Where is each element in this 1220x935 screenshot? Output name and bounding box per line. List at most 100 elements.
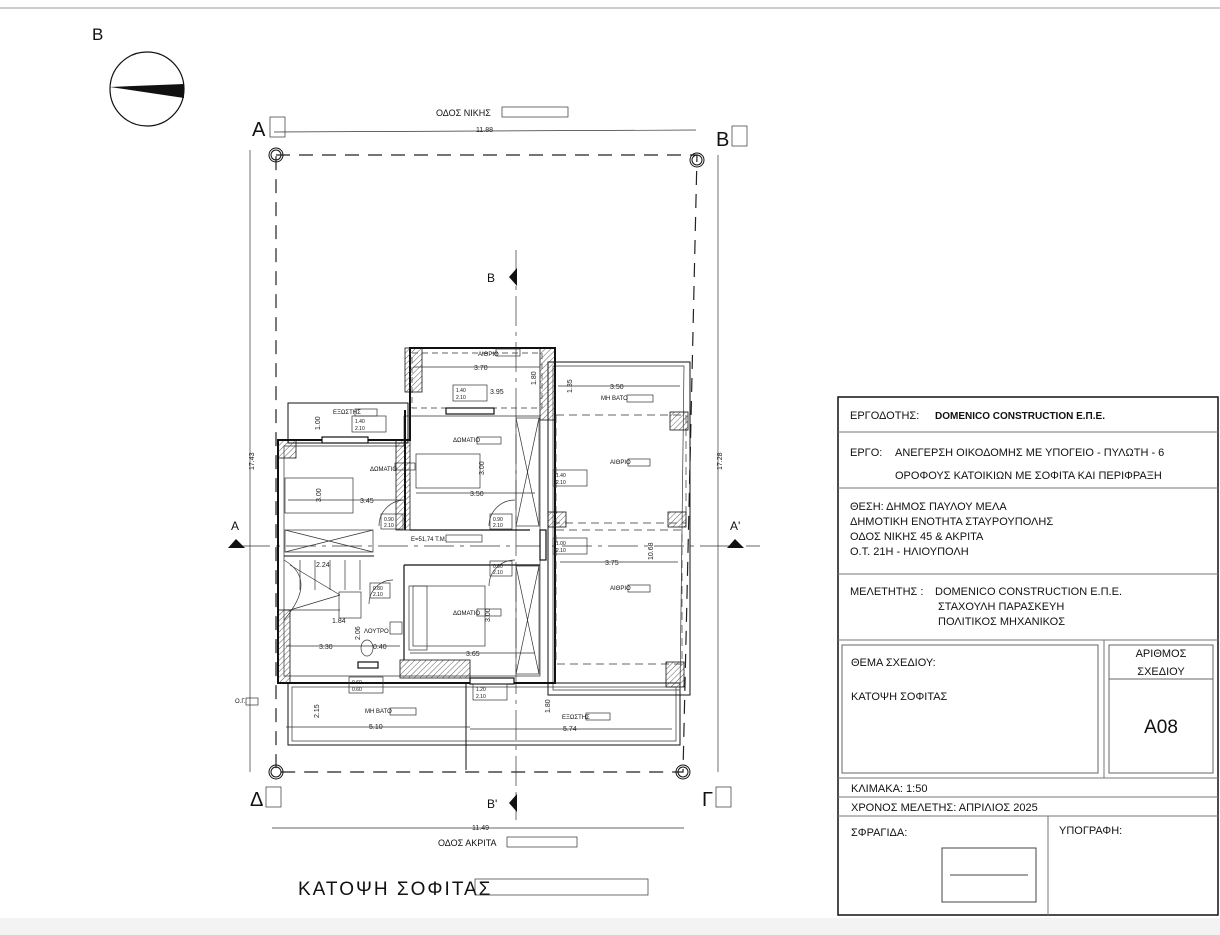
og-label: Ο.Γ. [235, 699, 246, 705]
dim-label: 1.84 [332, 618, 346, 625]
dim-label: 3.30 [319, 644, 333, 651]
dim-label: 3.00 [316, 488, 323, 502]
svg-text:2.10: 2.10 [493, 570, 503, 576]
stamp-label: ΣΦΡΑΓΙΔΑ: [851, 827, 907, 839]
dim-label: 2.15 [314, 704, 321, 718]
room-label: ΔΩΜΑΤΙΟ [453, 611, 480, 617]
room-labels: ΔΩΜΑΤΙΟ ΔΩΜΑΤΙΟ ΔΩΜΑΤΙΟ ΛΟΥΤΡΟ ΑΙΘΡΙΟ ΑΙ… [235, 348, 654, 721]
opening-tag: 0.902.10 [489, 560, 513, 577]
dim-label: 3.70 [474, 365, 488, 372]
drawing-number-label-1: ΑΡΙΘΜΟΣ [1136, 648, 1187, 660]
bottom-strip [0, 918, 1220, 935]
location-line: ΔΗΜΟΤΙΚΗ ΕΝΟΤΗΤΑ ΣΤΑΥΡΟΥΠΟΛΗΣ [850, 516, 1053, 528]
room-label: ΕΞΩΣΤΗΣ [562, 715, 590, 721]
subject-value: ΚΑΤΟΨΗ ΣΟΦΙΤΑΣ [851, 691, 948, 703]
section-a-arrow-icon [228, 539, 245, 548]
svg-text:2.10: 2.10 [556, 548, 566, 554]
dim-label: 3.75 [605, 560, 619, 567]
dim-left: 17.43 [249, 452, 256, 470]
drawing-number-label-2: ΣΧΕΔΙΟΥ [1137, 666, 1185, 678]
section-a-label: A [231, 519, 239, 533]
interior-dimensions: 3.70 3.95 1.80 1.35 3.50 1.00 3.45 3.00 … [286, 365, 680, 733]
floor-plan [277, 347, 691, 770]
dim-label: 2.06 [355, 626, 362, 640]
room-label: ΑΙΘΡΙΟ [478, 352, 499, 358]
room-label: ΜΗ ΒΑΤΟ [365, 709, 392, 715]
corner-g-box [715, 786, 732, 808]
room-label: ΔΩΜΑΤΙΟ [453, 438, 480, 444]
corner-d-label: Δ [250, 789, 263, 811]
opening-tag: 0.802.10 [369, 582, 391, 599]
svg-text:0.90: 0.90 [493, 564, 503, 570]
opening-tag: 0.902.10 [489, 513, 513, 530]
location-line: ΟΔΟΣ ΝΙΚΗΣ 45 & ΑΚΡΙΤΑ [850, 531, 984, 543]
dim-label: 1.80 [531, 371, 538, 385]
dim-label: 5.10 [369, 724, 383, 731]
svg-text:1.40: 1.40 [556, 473, 566, 479]
dim-label: 3.95 [490, 389, 504, 396]
overall-dimensions [249, 129, 719, 829]
section-b-arrow-icon [509, 268, 517, 286]
project-line-2: ΟΡΟΦΟΥΣ ΚΑΤΟΙΚΙΩΝ ΜΕ ΣΟΦΙΤΑ ΚΑΙ ΠΕΡΙΦΡΑΞ… [895, 470, 1162, 482]
plot-boundary [268, 147, 705, 780]
opening-tag: 1.402.10 [452, 384, 488, 402]
opening-tag: 1.202.10 [472, 683, 508, 701]
corner-a-label: Α [252, 119, 266, 141]
dim-bottom: 11.49 [472, 825, 489, 832]
dim-label: 1.80 [545, 699, 552, 713]
location-line: Ο.Τ. 21Η - ΗΛΙΟΥΠΟΛΗ [850, 546, 969, 558]
corner-a-box [269, 116, 286, 138]
area-label: Ε=51,74 Τ.Μ. [411, 537, 447, 543]
location-line: ΘΕΣΗ: ΔΗΜΟΣ ΠΑΥΛΟΥ ΜΕΛΑ [850, 501, 1007, 513]
dim-top: 11.88 [476, 127, 493, 134]
svg-text:1.20: 1.20 [476, 687, 486, 693]
corner-b-label: Β [716, 129, 729, 151]
project-line-1: ΑΝΕΓΕΡΣΗ ΟΙΚΟΔΟΜΗΣ ΜΕ ΥΠΟΓΕΙΟ - ΠΥΛΩΤΗ -… [895, 447, 1164, 459]
svg-text:2.10: 2.10 [384, 523, 394, 529]
opening-tag: 0.600.60 [348, 676, 384, 694]
dim-label: 2.24 [316, 562, 330, 569]
designer-label: ΜΕΛΕΤΗΤΗΣ : [850, 586, 923, 598]
opening-tag: 1.402.10 [552, 469, 588, 487]
svg-text:2.10: 2.10 [355, 426, 365, 432]
drawing-title: ΚΑΤΟΨΗ ΣΟΦΙΤΑΣ [298, 879, 492, 900]
room-label: ΜΗ ΒΑΤΟ [601, 396, 628, 402]
title-block: ΕΡΓΟΔΟΤΗΣ: DOMENICO CONSTRUCTION Ε.Π.Ε. … [837, 396, 1219, 916]
dim-label: 3.50 [470, 491, 484, 498]
designer-line: DOMENICO CONSTRUCTION Ε.Π.Ε. [935, 586, 1122, 598]
year-text: ΧΡΟΝΟΣ ΜΕΛΕΤΗΣ: ΑΠΡΙΛΙΟΣ 2025 [851, 802, 1038, 814]
opening-tag: 1.402.10 [351, 415, 387, 433]
room-label: ΔΩΜΑΤΙΟ [370, 467, 397, 473]
dim-right: 17.28 [717, 452, 724, 470]
north-arrow-icon [109, 51, 185, 127]
corner-label: B [92, 25, 103, 44]
scale-text: ΚΛΙΜΑΚΑ: 1:50 [851, 783, 927, 795]
section-b-prime-label: B' [487, 797, 497, 811]
section-a-prime-label: A' [730, 519, 740, 533]
corner-d-box [265, 786, 282, 808]
client-label: ΕΡΓΟΔΟΤΗΣ: [850, 410, 919, 422]
corner-g-label: Γ [702, 789, 713, 811]
room-label: ΑΙΘΡΙΟ [610, 460, 631, 466]
section-b-prime-arrow-icon [509, 794, 517, 812]
corner-b-box [731, 125, 748, 147]
drawing-number: A08 [1144, 717, 1178, 738]
dim-label: 3.00 [485, 608, 492, 622]
svg-text:0.60: 0.60 [352, 680, 362, 686]
project-label: ΕΡΓΟ: [850, 447, 882, 459]
dim-label: 5.74 [563, 726, 577, 733]
svg-text:1.00: 1.00 [556, 541, 566, 547]
dim-label: 1.00 [315, 416, 322, 430]
room-label: ΛΟΥΤΡΟ [364, 629, 389, 635]
client-value: DOMENICO CONSTRUCTION Ε.Π.Ε. [935, 411, 1105, 422]
svg-text:0.80: 0.80 [373, 586, 383, 592]
dim-label: 0.40 [373, 644, 387, 651]
signature-label: ΥΠΟΓΡΑΦΗ: [1059, 825, 1122, 837]
designer-line: ΠΟΛΙΤΙΚΟΣ ΜΗΧΑΝΙΚΟΣ [938, 616, 1065, 628]
subject-label: ΘΕΜΑ ΣΧΕΔΙΟΥ: [851, 657, 936, 669]
section-a-prime-arrow-icon [727, 539, 744, 548]
opening-tag: 1.002.10 [552, 537, 588, 555]
dim-label: 3.50 [610, 384, 624, 391]
svg-text:2.10: 2.10 [476, 694, 486, 700]
